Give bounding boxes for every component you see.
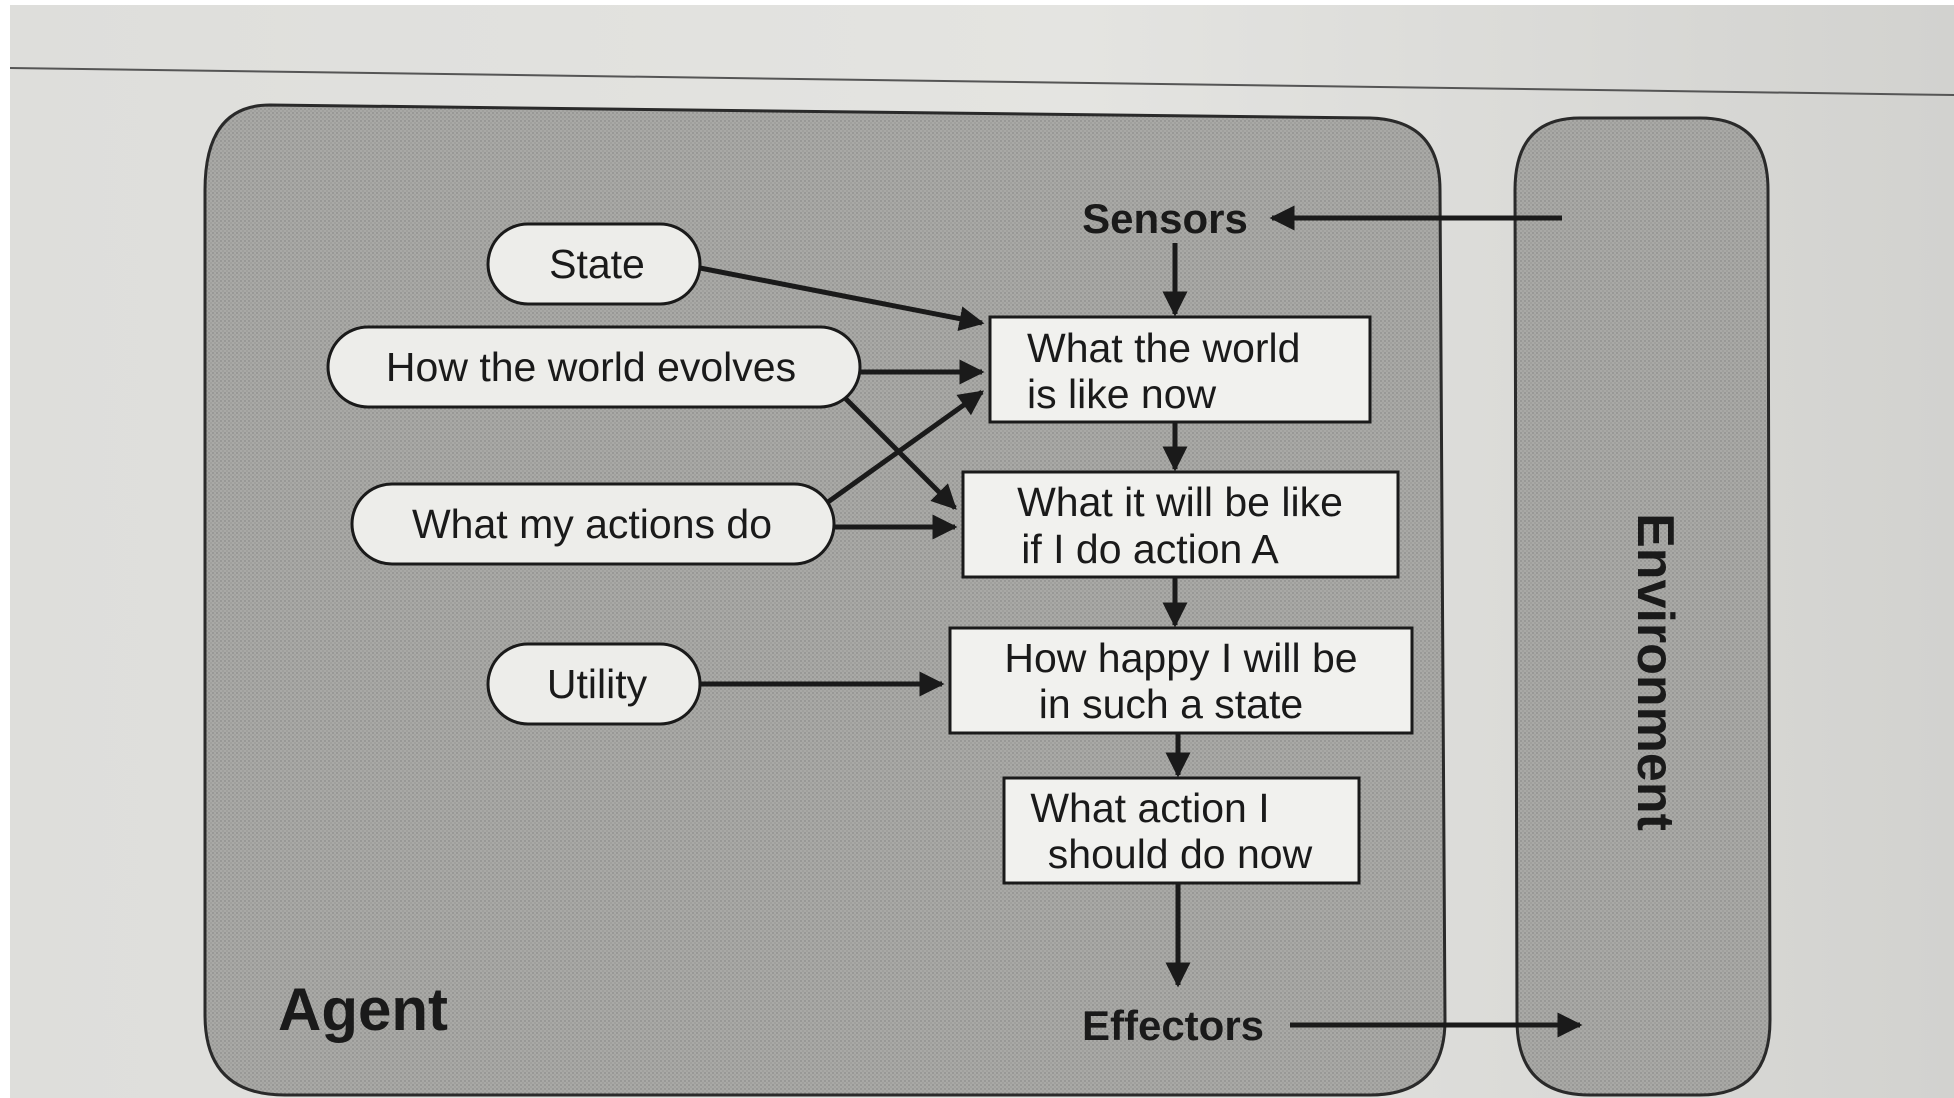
box-happy-line1: How happy I will be: [1004, 635, 1357, 681]
box-happy: How happy I will be in such a state: [948, 626, 1414, 735]
arrow-actions-to-world: [826, 389, 985, 505]
oval-world-evolves-label: How the world evolves: [386, 344, 796, 390]
box-action-now-line2: should do now: [1048, 831, 1313, 877]
box-happy-line2: in such a state: [1039, 681, 1303, 727]
box-if-action-line2: if I do action A: [1021, 526, 1279, 572]
effectors-label: Effectors: [1082, 1002, 1264, 1049]
oval-state: State: [486, 222, 702, 306]
arrows: [699, 205, 1583, 1038]
agent-label: Agent: [278, 976, 448, 1043]
box-if-action: What it will be like if I do action A: [961, 470, 1400, 579]
oval-utility-label: Utility: [547, 661, 648, 707]
oval-utility: Utility: [486, 642, 702, 726]
oval-actions-do-label: What my actions do: [412, 501, 772, 547]
box-if-action-line1: What it will be like: [1017, 479, 1343, 525]
oval-actions-do: What my actions do: [350, 482, 836, 566]
environment-label: Environment: [1626, 513, 1684, 831]
page-rule: [9, 67, 1954, 96]
oval-state-label: State: [549, 241, 645, 287]
box-action-now: What action I should do now: [1002, 776, 1361, 885]
box-world-now: What the world is like now: [988, 315, 1372, 424]
sensors-label: Sensors: [1082, 195, 1248, 242]
oval-world-evolves: How the world evolves: [326, 325, 862, 409]
box-action-now-line1: What action I: [1030, 785, 1269, 831]
box-world-now-line2: is like now: [1027, 371, 1217, 417]
environment-panel: [1513, 116, 1772, 1097]
arrow-state-to-world: [699, 265, 985, 331]
box-world-now-line1: What the world: [1027, 325, 1300, 371]
agent-panel: [203, 103, 1447, 1097]
